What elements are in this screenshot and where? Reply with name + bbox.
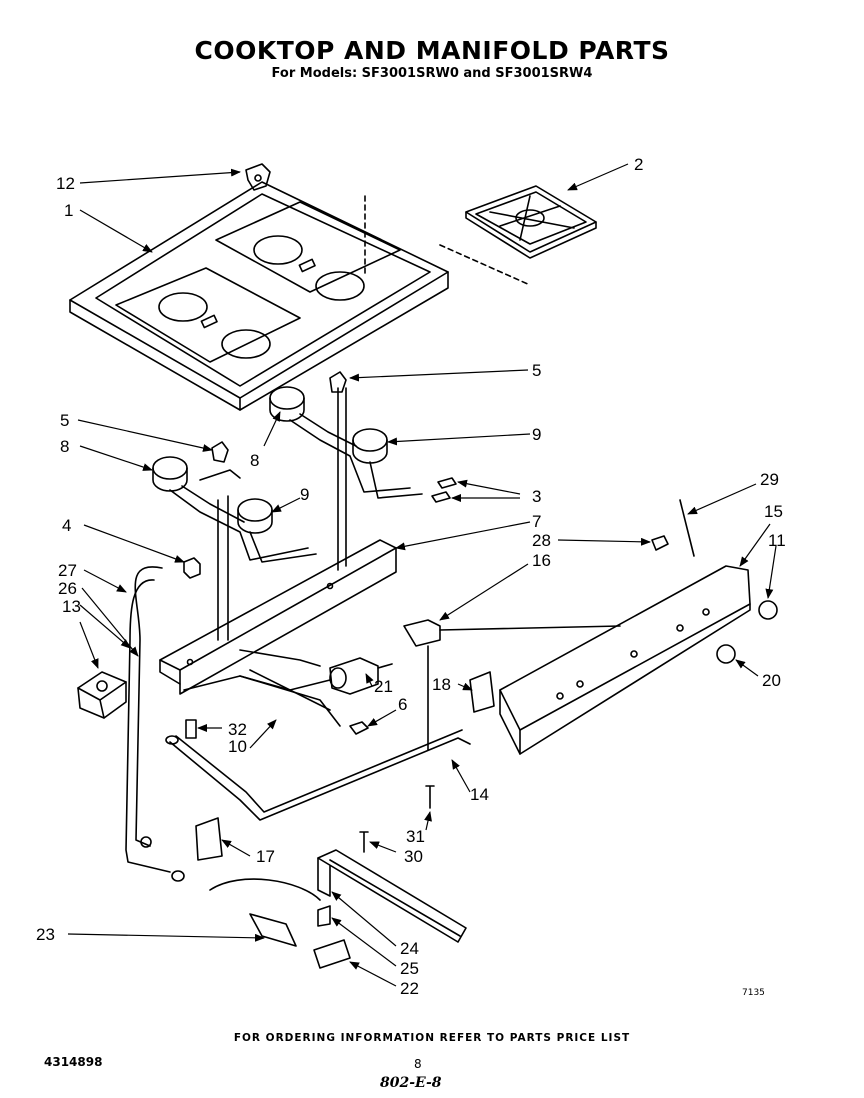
- label-2: 2: [634, 155, 643, 174]
- igniter-23: [209, 878, 321, 947]
- document-number: 4314898: [44, 1055, 103, 1069]
- screw-28: [651, 535, 669, 551]
- valve-22: [313, 939, 351, 969]
- burner-support-7: [159, 539, 397, 695]
- clip-5-left: [211, 441, 229, 463]
- screw-31: [425, 785, 435, 809]
- label-7: 7: [532, 512, 541, 531]
- label-29: 29: [760, 470, 779, 489]
- label-6: 6: [398, 695, 407, 714]
- burner-grate: [465, 185, 597, 259]
- label-20: 20: [762, 671, 781, 690]
- valve-21: [329, 657, 393, 695]
- bracket-17: [195, 817, 223, 861]
- label-9-left: 9: [300, 485, 309, 504]
- bracket-18: [469, 671, 495, 713]
- ordering-note: FOR ORDERING INFORMATION REFER TO PARTS …: [233, 1032, 631, 1044]
- label-8-right: 8: [250, 451, 259, 470]
- cooktop-panel: [69, 181, 449, 411]
- label-14: 14: [470, 785, 489, 804]
- label-9-right: 9: [532, 425, 541, 444]
- label-18: 18: [432, 675, 451, 694]
- figure-id: 7135: [742, 988, 765, 998]
- page-number: 8: [414, 1057, 422, 1071]
- label-16: 16: [532, 551, 551, 570]
- label-1: 1: [64, 201, 73, 220]
- fitting-25: [317, 905, 331, 927]
- label-17: 17: [256, 847, 275, 866]
- label-28: 28: [532, 531, 551, 550]
- label-32: 32: [228, 720, 247, 739]
- screw-30: [359, 831, 369, 853]
- nut-4: [183, 557, 201, 579]
- label-21: 21: [374, 677, 393, 696]
- knob-20: [716, 644, 736, 664]
- label-26: 26: [58, 579, 77, 598]
- page-title: COOKTOP AND MANIFOLD PARTS: [194, 36, 670, 65]
- label-15: 15: [764, 502, 783, 521]
- regulator-13: [77, 671, 127, 719]
- oven-burner-24: [317, 849, 467, 943]
- label-13: 13: [62, 597, 81, 616]
- clip-12: [245, 163, 271, 191]
- label-4: 4: [62, 516, 71, 535]
- label-24: 24: [400, 939, 419, 958]
- control-panel-15: [499, 565, 751, 755]
- label-23: 23: [36, 925, 55, 944]
- label-10: 10: [228, 737, 247, 756]
- label-3: 3: [532, 487, 541, 506]
- knob-11: [758, 600, 778, 620]
- spacer-32: [185, 719, 197, 739]
- orifice-3: [431, 477, 457, 503]
- label-5-right: 5: [532, 361, 541, 380]
- label-30: 30: [404, 847, 423, 866]
- handwritten-note: 802-E-8: [380, 1075, 442, 1091]
- manifold-pipe-14: [165, 729, 471, 821]
- fitting-6: [349, 721, 369, 735]
- burner-assembly-left: [152, 456, 317, 563]
- valve-16: [403, 619, 621, 751]
- page-subtitle: For Models: SF3001SRW0 and SF3001SRW4: [271, 66, 593, 81]
- label-22: 22: [400, 979, 419, 998]
- label-27: 27: [58, 561, 77, 580]
- label-8-left: 8: [60, 437, 69, 456]
- rod-29: [679, 499, 695, 557]
- manifold-tubes: [183, 649, 341, 727]
- supply-tubes-26-27: [125, 566, 185, 882]
- label-25: 25: [400, 959, 419, 978]
- label-31: 31: [406, 827, 425, 846]
- label-12: 12: [56, 174, 75, 193]
- label-5-left: 5: [60, 411, 69, 430]
- clip-5-right: [329, 371, 347, 393]
- label-11: 11: [768, 531, 786, 550]
